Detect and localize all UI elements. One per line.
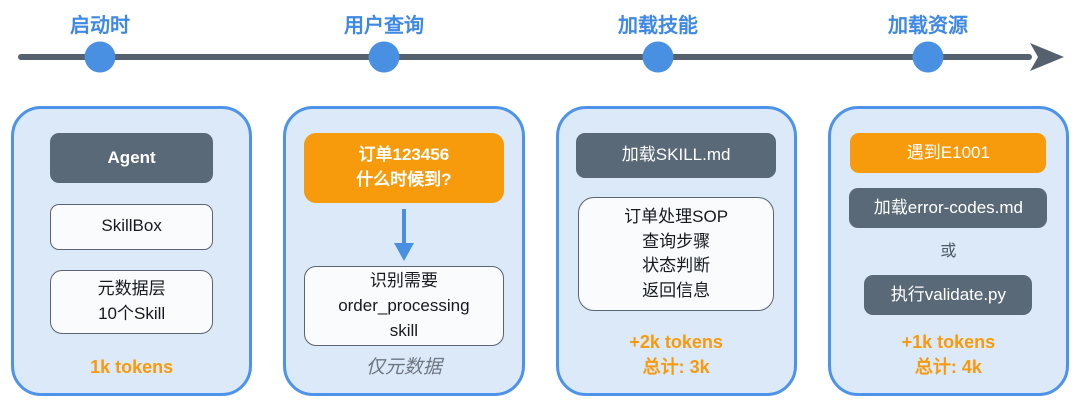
run-validate-label: 执行validate.py (890, 284, 1007, 304)
skill-recognition-line: skill (389, 320, 419, 340)
user-query-line: 订单123456 (358, 145, 450, 165)
error-event-label: 遇到E1001 (906, 142, 990, 162)
error-event-box: 遇到E1001 (850, 133, 1047, 173)
run-validate-box: 执行validate.py (864, 275, 1033, 316)
metadata-layer-box: 元数据层 10个Skill (50, 270, 214, 335)
token-count-label: +1k tokens 总计: 4k (902, 330, 996, 379)
sop-content-box: 订单处理SOP 查询步骤 状态判断 返回信息 (578, 197, 775, 312)
timeline-stage-label: 启动时 (70, 15, 130, 37)
load-error-codes-box: 加载error-codes.md (849, 188, 1048, 229)
timeline-arrowhead-icon (1030, 43, 1064, 71)
timeline-dot (368, 41, 400, 73)
timeline-stage-label: 用户查询 (344, 15, 425, 37)
token-count-line: +2k tokens (629, 332, 723, 353)
token-count-label: 1k tokens (90, 355, 173, 379)
skillbox-box: SkillBox (50, 203, 214, 250)
timeline-dot (84, 41, 116, 73)
timeline-stage-label: 加载资源 (888, 15, 969, 37)
skill-recognition-box: 识别需要 order_processing skill (303, 266, 504, 347)
stage-cards-row: Agent SkillBox 元数据层 10个Skill 1k tokens 订… (0, 106, 1080, 396)
sop-content-line: 订单处理SOP (624, 206, 729, 226)
token-count-label: +2k tokens 总计: 3k (629, 330, 723, 379)
token-count-line: 1k tokens (90, 356, 174, 377)
metadata-layer-line: 10个Skill (98, 304, 166, 324)
card-load-skill: 加载SKILL.md 订单处理SOP 查询步骤 状态判断 返回信息 +2k to… (555, 106, 797, 396)
token-count-line: +1k tokens (901, 332, 996, 353)
user-query-line: 什么时候到? (356, 170, 452, 189)
metadata-only-line: 仅元数据 (365, 356, 442, 378)
metadata-only-label: 仅元数据 (366, 352, 442, 379)
load-skill-md-box: 加载SKILL.md (576, 133, 777, 178)
skillbox-box-label: SkillBox (101, 216, 162, 236)
sop-content-line: 查询步骤 (642, 231, 711, 251)
sop-content-line: 返回信息 (642, 280, 711, 300)
token-total-line: 总计: 4k (914, 356, 982, 377)
timeline-line (18, 54, 1032, 60)
timeline-dot (912, 41, 944, 73)
sop-content-line: 状态判断 (642, 256, 711, 276)
card-startup: Agent SkillBox 元数据层 10个Skill 1k tokens (11, 106, 253, 396)
card-user-query: 订单123456 什么时候到? 识别需要 order_processing sk… (283, 106, 525, 396)
timeline-stage-label: 加载技能 (618, 15, 699, 37)
timeline: 启动时 用户查询 加载技能 加载资源 (0, 0, 1080, 100)
skill-recognition-line: 识别需要 (369, 271, 438, 291)
load-error-codes-label: 加载error-codes.md (873, 198, 1023, 218)
card-load-resource: 遇到E1001 加载error-codes.md 或 执行validate.py… (827, 106, 1069, 396)
agent-box: Agent (50, 133, 214, 183)
user-query-box: 订单123456 什么时候到? (303, 133, 504, 203)
or-connector-label: 或 (940, 242, 957, 260)
load-skill-md-label: 加载SKILL.md (621, 145, 731, 165)
token-total-line: 总计: 3k (642, 356, 710, 377)
skill-recognition-line: order_processing (338, 295, 470, 315)
metadata-layer-line: 元数据层 (97, 279, 166, 299)
agent-box-label: Agent (107, 147, 156, 167)
timeline-dot (642, 41, 674, 73)
down-arrow-icon (393, 208, 414, 261)
